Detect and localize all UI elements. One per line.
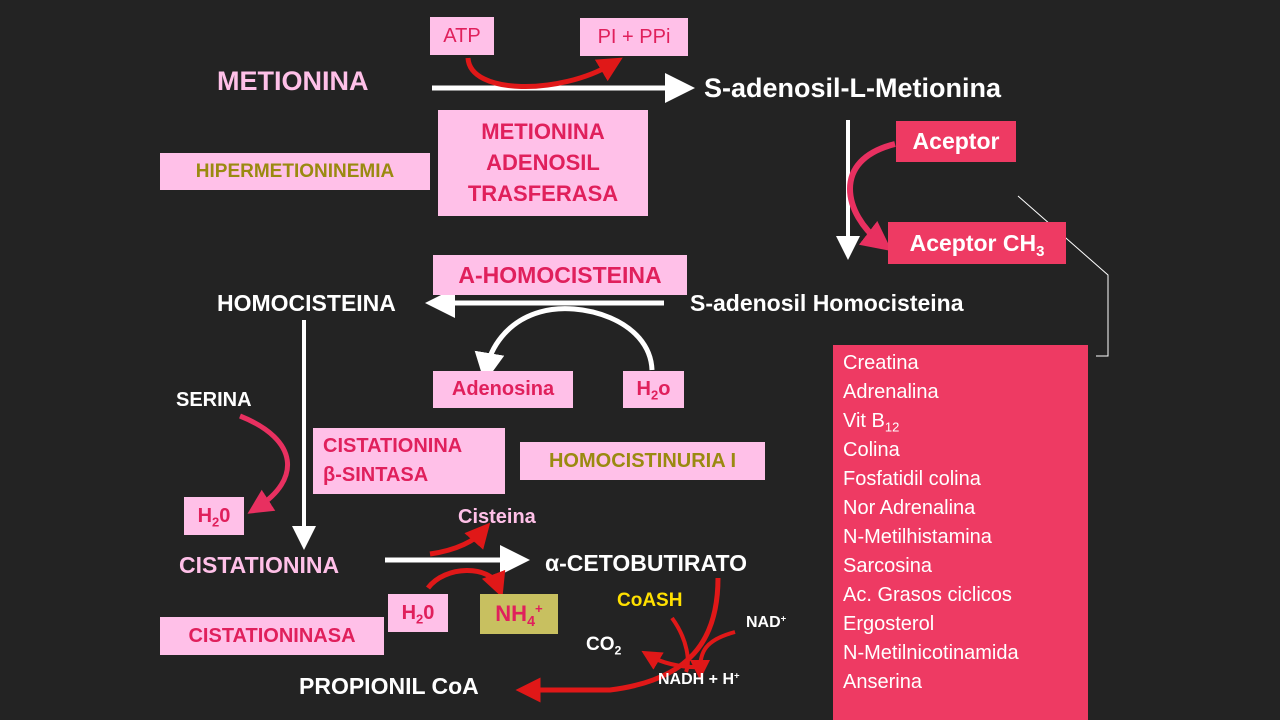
homocisteina-label: HOMOCISTEINA (217, 290, 396, 316)
nadh-text: NADH + H (658, 671, 735, 688)
product-item: Creatina (843, 352, 919, 374)
arrow-serina-to-h2o (239, 413, 291, 514)
arrow-aceptor-to-ch3 (847, 141, 896, 252)
enzyme-mat-line3: TRASFERASA (467, 181, 619, 206)
aceptor-ch3-text: Aceptor CH (909, 230, 1037, 256)
h2o-b-sub: 2 (416, 611, 424, 627)
atp-box: ATP (430, 17, 494, 55)
product-item: Ac. Grasos ciclicos (843, 584, 1012, 606)
product-item: N-Metilnicotinamida (843, 642, 1019, 664)
methylation-products-list: Creatina Adrenalina Vit B12 Colina Fosfa… (833, 345, 1088, 720)
cistationina-label: CISTATIONINA (179, 552, 340, 578)
h2o-box-nh4: H20 (388, 594, 448, 632)
nad-label: NAD+ (746, 614, 786, 632)
product-item: Adrenalina (843, 381, 939, 403)
product-item: N-Metilhistamina (843, 526, 992, 548)
h2o-box-serina: H20 (184, 497, 244, 535)
enzyme-cbs-line1: CISTATIONINA (323, 435, 463, 457)
nh4-sub: 4 (527, 614, 536, 630)
product-item: Anserina (843, 671, 922, 693)
h2o-a-sub: 2 (212, 514, 220, 530)
disease-hipermetioninemia: HIPERMETIONINEMIA (160, 153, 430, 190)
cetobutirato-text: -CETOBUTIRATO (559, 550, 747, 576)
metionina-label: METIONINA (217, 66, 369, 96)
nh4-text: NH (495, 601, 528, 626)
enzyme-cistationina-sintasa: CISTATIONINA β-SINTASA (313, 428, 505, 494)
coash-label: CoASH (617, 590, 683, 611)
alpha-cetobutirato-label: α-CETOBUTIRATO (545, 550, 747, 577)
product-item: Ergosterol (843, 613, 935, 635)
product-item: Nor Adrenalina (843, 497, 976, 519)
aceptor-ch3-box: Aceptor CH3 (888, 222, 1066, 264)
co2-text: CO (586, 634, 615, 655)
arrow-h2o-to-nh4 (425, 568, 506, 598)
product-item: Colina (843, 439, 900, 461)
co2-sub: 2 (614, 643, 622, 658)
h2o-box: H2o (623, 371, 684, 408)
h2o-b-h: H (401, 602, 417, 624)
arrow-nad-to-nadh (690, 630, 736, 680)
enzyme-a-homocisteina: A-HOMOCISTEINA (433, 255, 687, 295)
pi-ppi-box: PI + PPi (580, 18, 688, 56)
nh4-box: NH4+ (480, 594, 558, 634)
h2o-b-0: 0 (423, 602, 435, 624)
enzyme-mat-line2: ADENOSIL (486, 150, 600, 175)
h2o-h: H (636, 378, 651, 400)
arrow-to-cisteina (429, 522, 491, 557)
nadh-sup: + (734, 670, 740, 682)
nad-sup: + (780, 613, 787, 625)
nh4-sup: + (535, 601, 543, 617)
enzyme-cistationinasa: CISTATIONINASA (160, 617, 384, 655)
arrow-atp-to-ppi (465, 57, 623, 89)
arrow-coash (670, 616, 690, 673)
arrow-h2o-to-adenosina (474, 306, 655, 383)
h2o-a-0: 0 (219, 505, 231, 527)
enzyme-mat-line1: METIONINA (481, 119, 605, 144)
propionil-coa-label: PROPIONIL CoA (299, 673, 479, 699)
aceptor-box: Aceptor (896, 121, 1016, 162)
enzyme-metionina-adenosil-trasferasa: METIONINA ADENOSIL TRASFERASA (438, 110, 648, 216)
product-item: Sarcosina (843, 555, 932, 577)
nad-text: NAD (746, 614, 781, 631)
enzyme-cbs-line2: -SINTASA (335, 464, 429, 486)
arrow-keto-to-propionil (515, 577, 721, 703)
h2o-a-h: H (197, 505, 213, 527)
product-item: Fosfatidil colina (843, 468, 981, 490)
adenosina-box: Adenosina (433, 371, 573, 408)
sah-label: S-adenosil Homocisteina (690, 290, 964, 316)
sam-label: S-adenosil-L-Metionina (704, 73, 1001, 103)
h2o-sub: 2 (651, 387, 659, 403)
serina-label: SERINA (176, 389, 252, 411)
disease-homocistinuria: HOMOCISTINURIA I (520, 442, 765, 480)
cisteina-label: Cisteina (458, 506, 536, 528)
co2-label: CO2 (586, 634, 621, 656)
bracket-line (1017, 195, 1109, 357)
h2o-o: o (658, 378, 671, 400)
aceptor-ch3-sub: 3 (1036, 243, 1045, 261)
beta-symbol: β (323, 464, 336, 486)
product-item: Vit B12 (843, 410, 900, 435)
nadh-label: NADH + H+ (658, 671, 740, 689)
alpha-symbol: α (545, 550, 560, 576)
